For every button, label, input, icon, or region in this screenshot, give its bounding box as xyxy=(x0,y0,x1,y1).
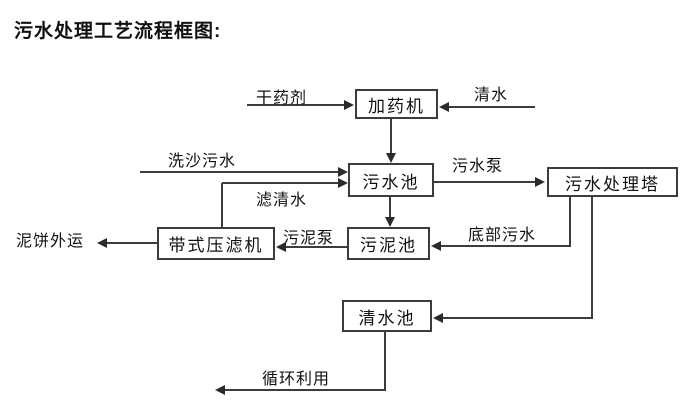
node-clean-water-pool-label: 清水池 xyxy=(358,308,416,328)
tower-to-clean-line xyxy=(443,317,593,319)
clean-water-label: 清水 xyxy=(474,87,509,104)
bottom-sewage-line xyxy=(441,245,571,247)
bottom-sewage-label: 底部污水 xyxy=(468,227,537,244)
sewage-pump-label: 污水泵 xyxy=(452,158,504,175)
dry-agent-line xyxy=(247,104,344,106)
filtered-water-riser-line xyxy=(221,183,223,227)
sludge-pump-label: 污泥泵 xyxy=(283,230,335,247)
node-belt-filter-press-label: 带式压滤机 xyxy=(168,236,264,255)
mud-cake-out-label: 泥饼外运 xyxy=(16,233,85,250)
recycle-drop-line xyxy=(384,332,386,390)
tower-to-clean-drop-line xyxy=(591,197,593,318)
mud-cake-out-arrowhead xyxy=(97,238,107,248)
tower-to-clean-arrowhead xyxy=(433,313,443,323)
node-sludge-pool: 污泥池 xyxy=(347,227,430,260)
filtered-water-label: 滤清水 xyxy=(256,192,308,209)
node-clean-water-pool: 清水池 xyxy=(342,300,432,332)
node-belt-filter-press: 带式压滤机 xyxy=(157,227,275,260)
node-sewage-pool: 污水池 xyxy=(348,163,434,197)
dosing-to-sewage-arrowhead xyxy=(386,153,396,163)
bottom-sewage-drop-line xyxy=(569,197,571,246)
sludge-pump-arrowhead xyxy=(276,242,286,252)
recycle-line xyxy=(225,389,386,391)
sand-wash-sewage-label: 洗沙污水 xyxy=(168,153,237,170)
sludge-pump-line xyxy=(286,246,347,248)
sewage-to-sludge-arrowhead xyxy=(385,217,395,227)
dry-agent-arrowhead xyxy=(344,100,354,110)
dry-agent-label: 干药剂 xyxy=(256,90,308,107)
mud-cake-out-line xyxy=(107,242,157,244)
node-sludge-pool-label: 污泥池 xyxy=(360,236,417,255)
sand-wash-sewage-line xyxy=(140,171,338,173)
node-sewage-pool-label: 污水池 xyxy=(362,172,420,192)
dosing-to-sewage-line xyxy=(390,119,392,154)
page-title: 污水处理工艺流程框图: xyxy=(14,21,222,42)
bottom-sewage-arrowhead xyxy=(431,241,441,251)
node-dosing-machine-label: 加药机 xyxy=(368,96,425,116)
sewage-pump-line xyxy=(434,181,535,183)
recycle-arrowhead xyxy=(215,385,225,395)
sewage-to-sludge-line xyxy=(389,197,391,217)
filtered-water-line xyxy=(222,182,338,184)
node-treatment-tower-label: 污水处理塔 xyxy=(565,174,660,194)
sewage-pump-arrowhead xyxy=(535,177,545,187)
recycle-label: 循环利用 xyxy=(262,371,331,388)
sand-wash-sewage-arrowhead xyxy=(338,167,348,177)
filtered-water-arrowhead xyxy=(338,178,348,188)
node-dosing-machine: 加药机 xyxy=(355,89,438,119)
clean-water-arrowhead xyxy=(439,102,449,112)
node-treatment-tower: 污水处理塔 xyxy=(547,167,678,197)
clean-water-line xyxy=(449,106,535,108)
